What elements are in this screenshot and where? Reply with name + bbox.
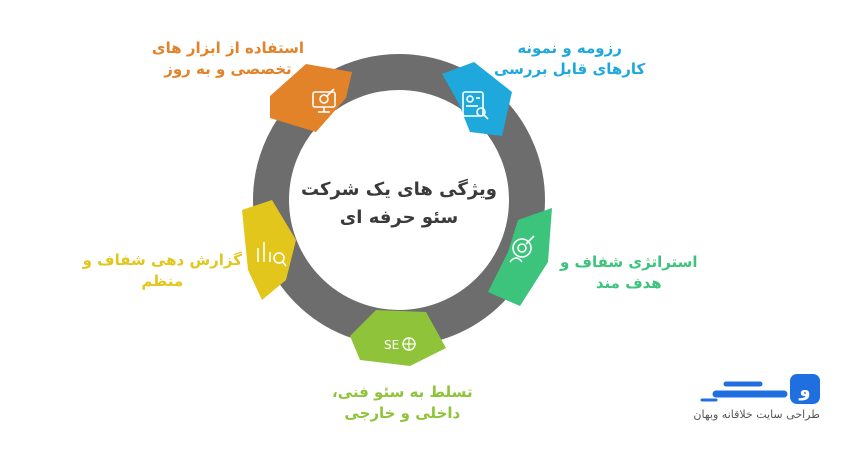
seo-globe-icon: SE [384, 337, 416, 352]
label-tech: تسلط به سئو فنی، داخلی و خارجی [332, 383, 473, 422]
segment-tech-badge: SE [350, 310, 446, 366]
label-report: گزارش دهی شفاف و منظم [82, 251, 242, 290]
label-tools: استفاده از ابزار های تخصصی و به روز [151, 39, 304, 78]
segment-tools-badge [270, 64, 352, 132]
segment-report-badge [242, 200, 296, 300]
brand-tagline: طراحی سایت خلاقانه وبهان [693, 408, 820, 421]
label-strategy: استراتژی شفاف و هدف مند [560, 253, 698, 292]
segment-strategy-badge [488, 208, 552, 306]
svg-text:SE: SE [384, 338, 399, 352]
strategy-target-icon [509, 235, 535, 263]
resume-search-icon [462, 91, 489, 120]
segment-resume-badge [442, 62, 512, 136]
svg-text:و: و [798, 380, 810, 401]
center-title: ویژگی های یک شرکت سئو حرفه ای [301, 179, 497, 228]
label-resume: رزومه و نمونه کارهای قابل بررسی [494, 39, 646, 78]
monitor-target-icon [312, 88, 336, 113]
report-chart-icon [257, 242, 287, 267]
brand-logo: و [700, 374, 820, 404]
